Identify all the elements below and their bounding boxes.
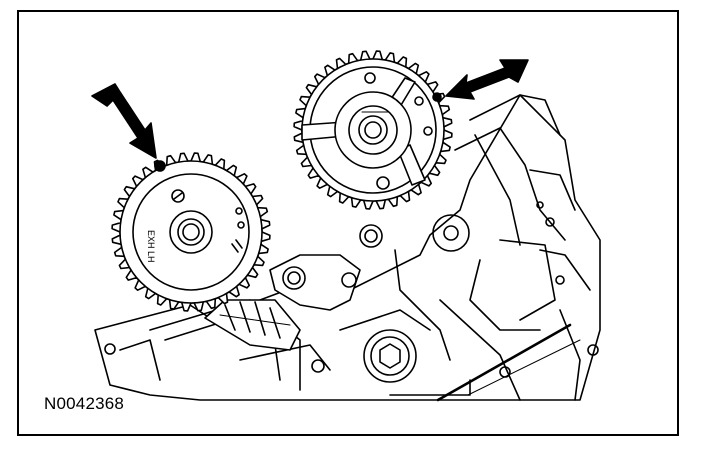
left-sprocket: EXH LH [111, 152, 271, 312]
engine-block [94, 94, 601, 402]
figure-id-label: N0042368 [44, 394, 125, 413]
callout-arrows [91, 59, 529, 159]
sprocket-stamp: EXH LH [146, 230, 156, 263]
right-sprocket [293, 50, 453, 210]
arrow-left-icon [91, 83, 157, 159]
arrow-right-icon [445, 59, 529, 100]
